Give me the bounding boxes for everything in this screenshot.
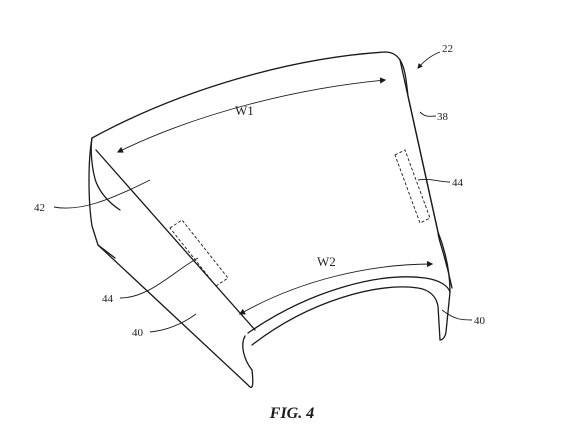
w1-dimension-arrow xyxy=(116,77,387,153)
left-side-wall xyxy=(88,137,254,388)
leader-40-left xyxy=(149,313,197,333)
inner-opening-arc-outer xyxy=(247,276,451,334)
leader-40-right xyxy=(441,309,473,321)
w2-dimension-arrow xyxy=(238,260,434,315)
label-top-surface-42: 42 xyxy=(34,202,45,214)
inner-opening-arc xyxy=(251,286,441,346)
label-outer-surface-38: 38 xyxy=(437,111,449,123)
right-wall-back xyxy=(437,231,451,293)
label-sensor-44-right: 44 xyxy=(452,177,464,189)
label-sensor-44-left: 44 xyxy=(102,293,114,305)
sensor-left xyxy=(169,219,229,287)
label-device-22: 22 xyxy=(442,43,453,55)
inner-opening-front xyxy=(242,335,253,371)
leader-38 xyxy=(419,111,437,117)
leader-44-left xyxy=(119,257,199,299)
label-side-wall-40-left: 40 xyxy=(132,327,144,339)
right-side-wall xyxy=(439,291,451,341)
top-face-left-edge xyxy=(90,137,121,211)
right-wall-edge xyxy=(399,59,439,233)
label-side-wall-40-right: 40 xyxy=(474,315,486,327)
dimension-label-w1: W1 xyxy=(235,103,254,118)
figure-caption: FIG. 4 xyxy=(269,405,314,422)
top-face-outer-edge xyxy=(91,51,453,289)
leader-44-right xyxy=(417,179,451,183)
dimension-label-w2: W2 xyxy=(317,254,336,269)
band-body xyxy=(88,51,453,388)
sensor-right xyxy=(394,149,431,224)
left-wall-inner-edge xyxy=(97,244,116,259)
top-face-front-edge xyxy=(95,149,256,331)
leader-42 xyxy=(53,179,151,209)
leader-22 xyxy=(417,51,441,69)
